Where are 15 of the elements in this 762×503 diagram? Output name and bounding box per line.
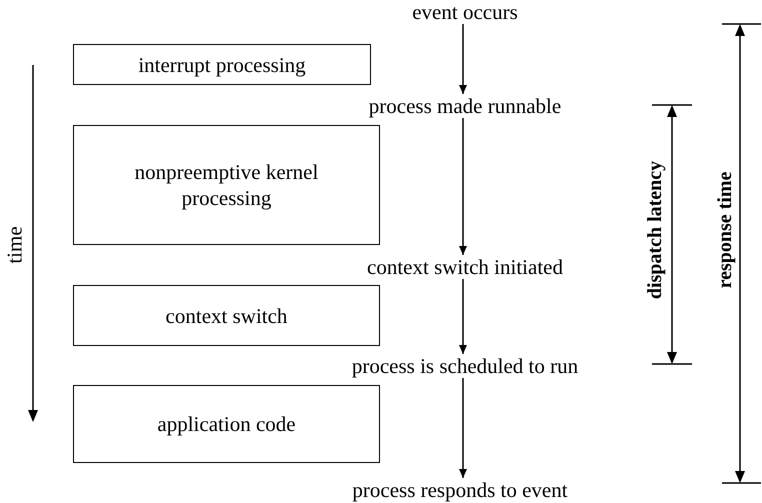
arrow <box>459 279 467 354</box>
process-box: context switch <box>73 285 380 346</box>
arrow <box>459 24 467 94</box>
process-box: nonpreemptive kernel processing <box>73 125 380 245</box>
event-label: event occurs <box>395 0 535 24</box>
dimension-label: response time <box>713 170 737 290</box>
arrow <box>459 118 467 255</box>
arrow <box>459 378 467 478</box>
process-box: application code <box>73 385 380 463</box>
axis-label: time <box>2 226 27 264</box>
event-label: process is scheduled to run <box>315 354 615 378</box>
process-box: interrupt processing <box>73 44 371 85</box>
event-label: context switch initiated <box>330 255 600 279</box>
event-label: process made runnable <box>340 94 590 118</box>
event-label: process responds to event <box>310 478 610 502</box>
